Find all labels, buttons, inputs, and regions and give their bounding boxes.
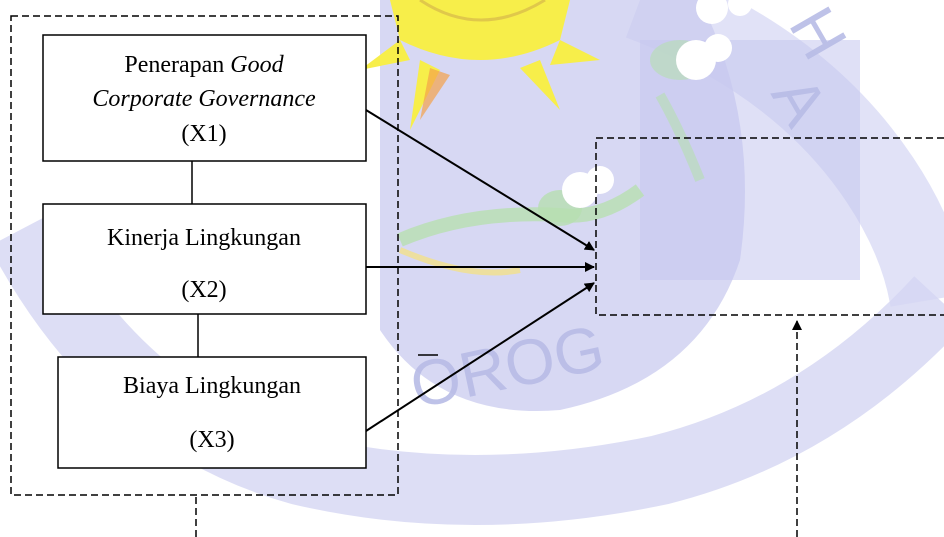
box-x1-line3: (X1) — [181, 121, 226, 147]
box-x3 — [57, 356, 367, 469]
sun-logo — [360, 0, 600, 130]
box-x3-line1: Biaya Lingkungan — [123, 373, 301, 399]
dependent-variable-box — [595, 137, 944, 316]
arrow-x1-to-y — [365, 109, 595, 251]
independent-variables-group — [10, 15, 399, 496]
watermark-layer: H A OROG — [0, 0, 944, 525]
white-flowers — [562, 0, 752, 208]
box-x1-line2: Corporate Governance — [92, 86, 316, 112]
box-x3-line2: (X3) — [189, 427, 234, 453]
box-x2-line2: (X2) — [181, 277, 226, 303]
watermark-right-field — [640, 40, 860, 280]
box-x1 — [42, 34, 367, 162]
arrow-x3-to-y — [365, 282, 595, 432]
box-x2-line1: Kinerja Lingkungan — [107, 225, 301, 251]
box-x1-line1: Penerapan Good — [124, 52, 284, 78]
box-x2 — [42, 203, 367, 315]
